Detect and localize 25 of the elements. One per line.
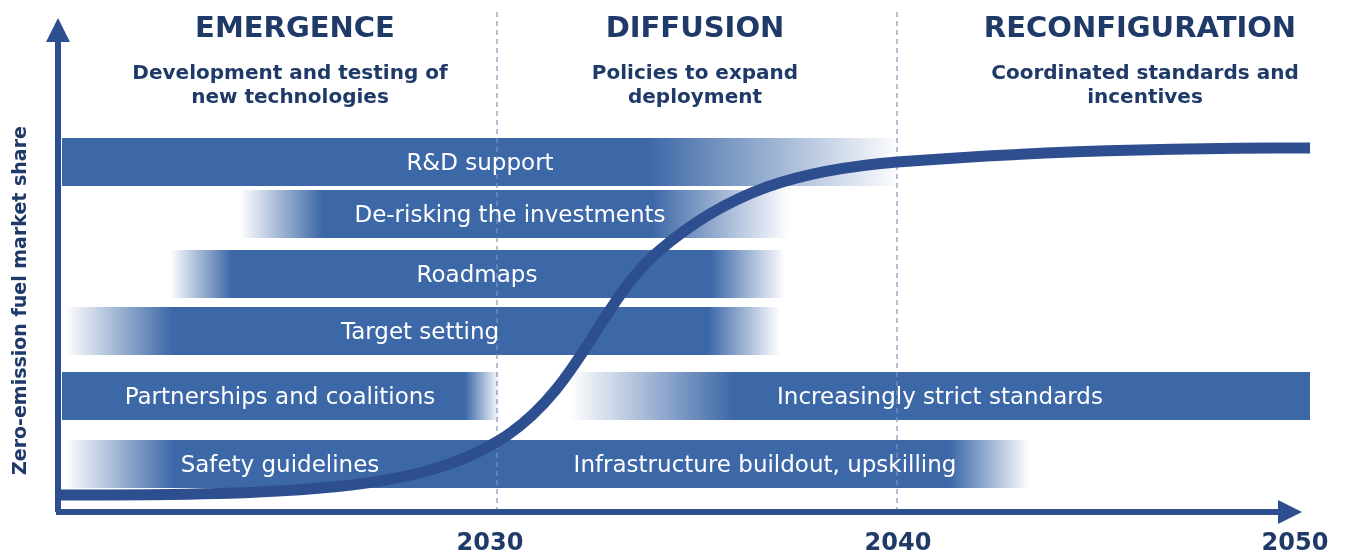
- axis-title: Zero-emission fuel market share: [8, 125, 30, 475]
- policy-bar: [497, 440, 1030, 488]
- bar-label: Safety guidelines: [180, 451, 380, 477]
- policy-bar: [170, 250, 785, 298]
- bar-label: R&D support: [406, 149, 554, 175]
- phase-description: Development and testing of new technologies: [131, 60, 449, 108]
- phase-heading: RECONFIGURATION: [982, 10, 1298, 44]
- phase-heading: DIFFUSION: [604, 10, 786, 44]
- tick-label: 2050: [1260, 528, 1330, 556]
- policy-bar: [62, 372, 500, 420]
- bar-label: Partnerships and coalitions: [124, 383, 436, 409]
- policy-bar: [65, 440, 497, 488]
- tick-label: 2030: [455, 528, 525, 556]
- policy-bar: [240, 190, 790, 238]
- phase-description: Policies to expand deployment: [590, 60, 800, 108]
- policy-bar: [570, 372, 1310, 420]
- phase-heading: EMERGENCE: [194, 10, 396, 44]
- bar-label: Target setting: [340, 318, 500, 344]
- bar-label: Increasingly strict standards: [777, 383, 1103, 409]
- tick-label: 2040: [863, 528, 933, 556]
- bar-label: Infrastructure buildout, upskilling: [573, 451, 957, 477]
- bar-label: Roadmaps: [416, 261, 538, 287]
- policy-bar: [65, 307, 780, 355]
- bar-label: De-risking the investments: [354, 201, 666, 227]
- phase-description: Coordinated standards and incentives: [990, 60, 1300, 108]
